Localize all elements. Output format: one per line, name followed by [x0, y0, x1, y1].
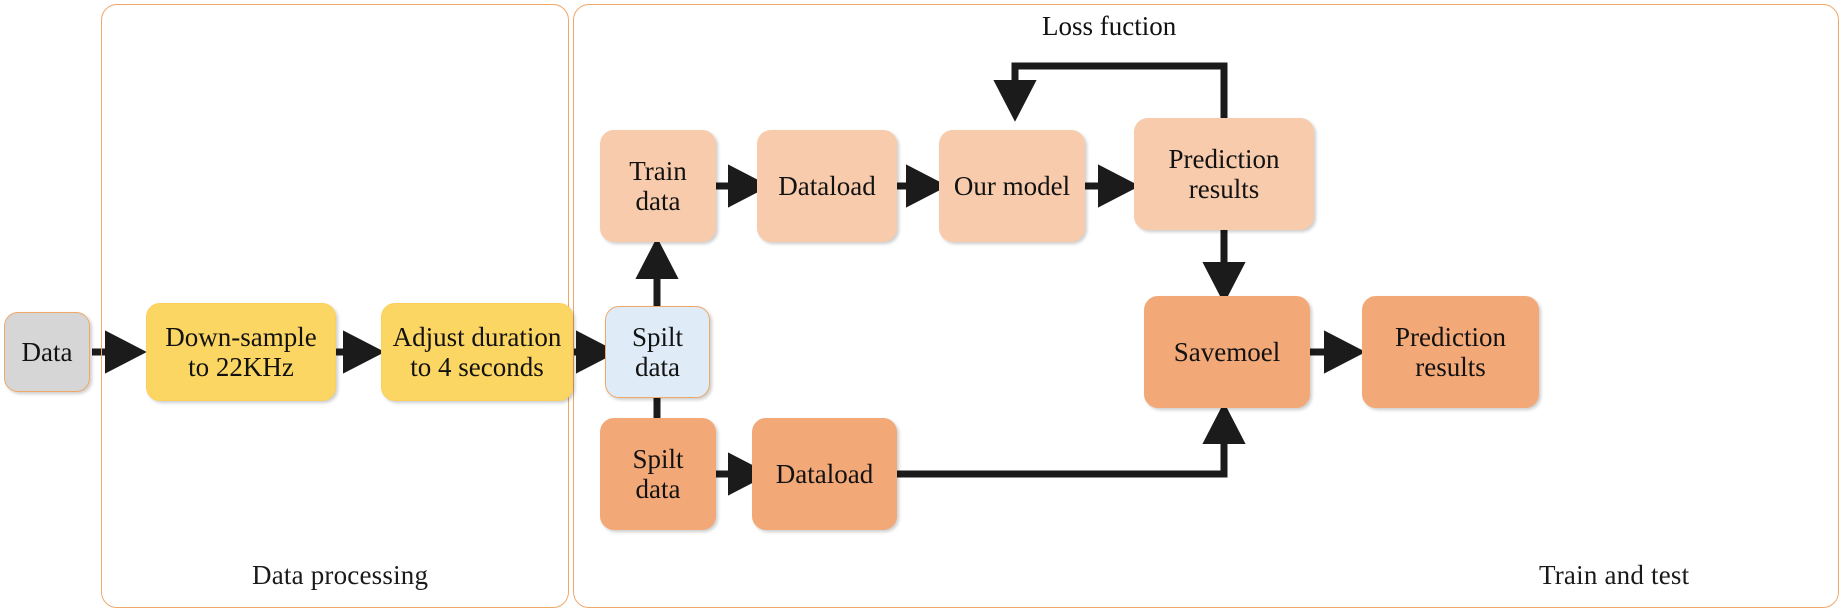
node-adjust-duration[interactable]: Adjust duration to 4 seconds — [381, 303, 573, 401]
edge-dataloadtest-to-savemoel — [894, 402, 1246, 478]
node-spilt-data-test[interactable]: Spilt data — [600, 418, 716, 530]
node-down-sample[interactable]: Down-sample to 22KHz — [146, 303, 336, 401]
node-prediction-results-top[interactable]: Prediction results — [1134, 118, 1314, 230]
node-dataload-test[interactable]: Dataload — [752, 418, 897, 530]
node-data[interactable]: Data — [4, 312, 90, 392]
panel-label-data-processing: Data processing — [252, 560, 429, 590]
node-savemoel[interactable]: Savemoel — [1144, 296, 1310, 408]
node-spilt-data[interactable]: Spilt data — [605, 306, 710, 398]
node-prediction-results-final[interactable]: Prediction results — [1362, 296, 1539, 408]
panel-label-train-and-test: Train and test — [1539, 560, 1690, 590]
edge-loss-feedback — [993, 62, 1228, 122]
edge-label-loss-function: Loss fuction — [1042, 11, 1177, 41]
node-train-data[interactable]: Train data — [600, 130, 716, 242]
node-dataload-train[interactable]: Dataload — [757, 130, 897, 242]
node-our-model[interactable]: Our model — [939, 130, 1085, 242]
panel-train-and-test — [573, 4, 1839, 608]
